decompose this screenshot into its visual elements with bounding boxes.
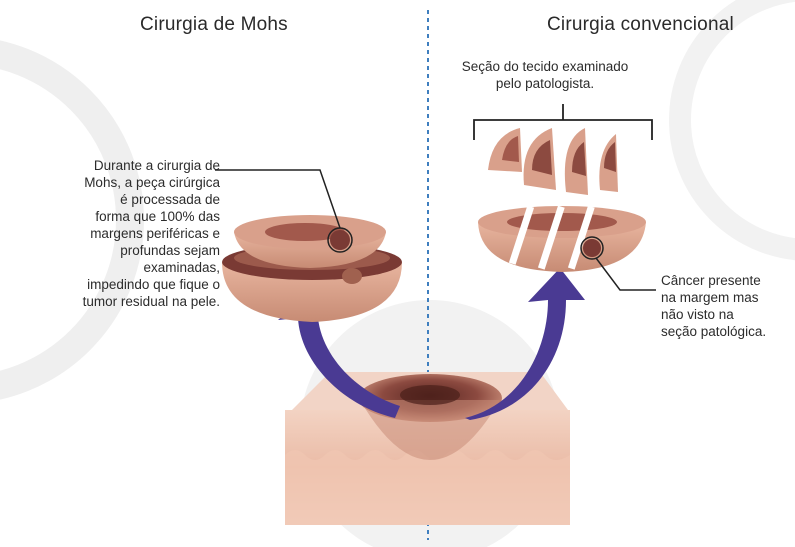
mohs-note-line: impedindo que fique o: [12, 276, 220, 293]
cancer-note-line: na margem mas: [661, 289, 791, 306]
background-circle-right: [680, 0, 795, 250]
cancer-note-line: Câncer presente: [661, 272, 791, 289]
mohs-note-line: tumor residual na pele.: [12, 293, 220, 310]
mohs-note-line: margens periféricas e: [12, 225, 220, 242]
cancer-note: Câncer presente na margem mas não visto …: [661, 272, 791, 340]
mohs-specimen: [222, 215, 402, 322]
mohs-note-line: profundas sejam: [12, 242, 220, 259]
mohs-note-line: examinadas,: [12, 259, 220, 276]
conventional-specimen: [478, 206, 646, 272]
mohs-note: Durante a cirurgia de Mohs, a peça cirúr…: [12, 157, 220, 310]
mohs-note-line: é processada de: [12, 191, 220, 208]
cancer-note-line: seção patológica.: [661, 323, 791, 340]
cancer-note-line: não visto na: [661, 306, 791, 323]
section-note-line: Seção do tecido examinado: [440, 58, 650, 75]
conventional-title: Cirurgia convencional: [547, 14, 734, 36]
section-note: Seção do tecido examinado pelo patologis…: [440, 58, 650, 92]
skin-block: [285, 372, 570, 525]
mohs-note-line: Mohs, a peça cirúrgica: [12, 174, 220, 191]
mohs-note-line: Durante a cirurgia de: [12, 157, 220, 174]
mohs-note-line: forma que 100% das: [12, 208, 220, 225]
tissue-sections: [488, 128, 618, 195]
section-note-line: pelo patologista.: [440, 75, 650, 92]
section-bracket: [474, 120, 652, 140]
mohs-title: Cirurgia de Mohs: [140, 14, 288, 36]
